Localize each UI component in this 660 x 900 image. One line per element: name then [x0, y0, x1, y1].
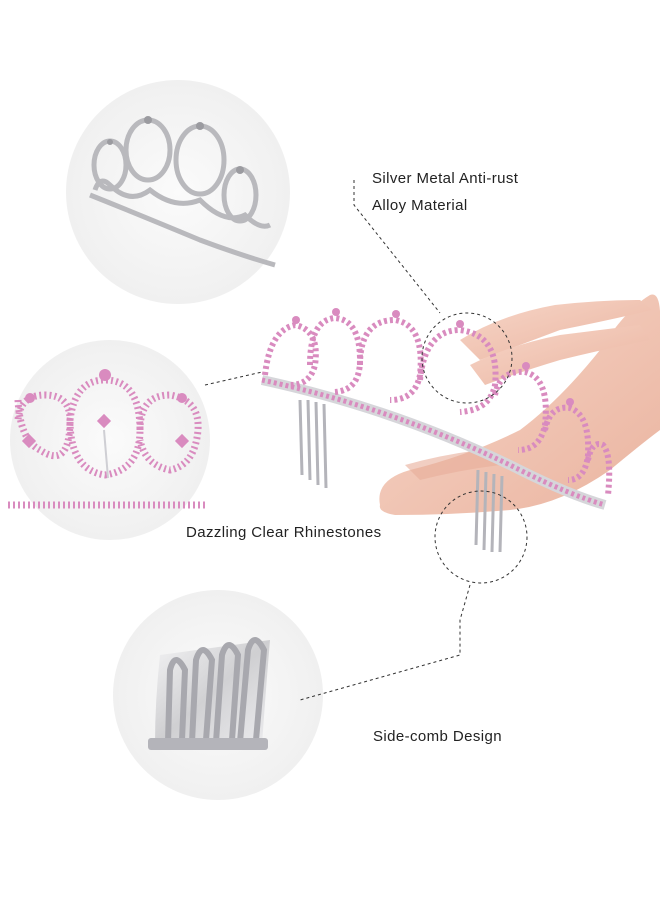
- rhinestones-label: Dazzling Clear Rhinestones: [186, 524, 382, 541]
- comb-detail-circle: [113, 590, 323, 800]
- rhinestone-detail-circle: [8, 340, 210, 540]
- hand-image: [379, 294, 660, 515]
- callout-circles: [421, 312, 528, 584]
- silver-detail-circle: [66, 80, 290, 304]
- side-comb-label: Side-comb Design: [373, 728, 502, 745]
- tiara-main: [260, 308, 613, 553]
- silver-material-label-line1: Silver Metal Anti-rust: [372, 170, 519, 187]
- leader-lines: [204, 180, 471, 701]
- silver-material-label-line2: Alloy Material: [372, 197, 468, 214]
